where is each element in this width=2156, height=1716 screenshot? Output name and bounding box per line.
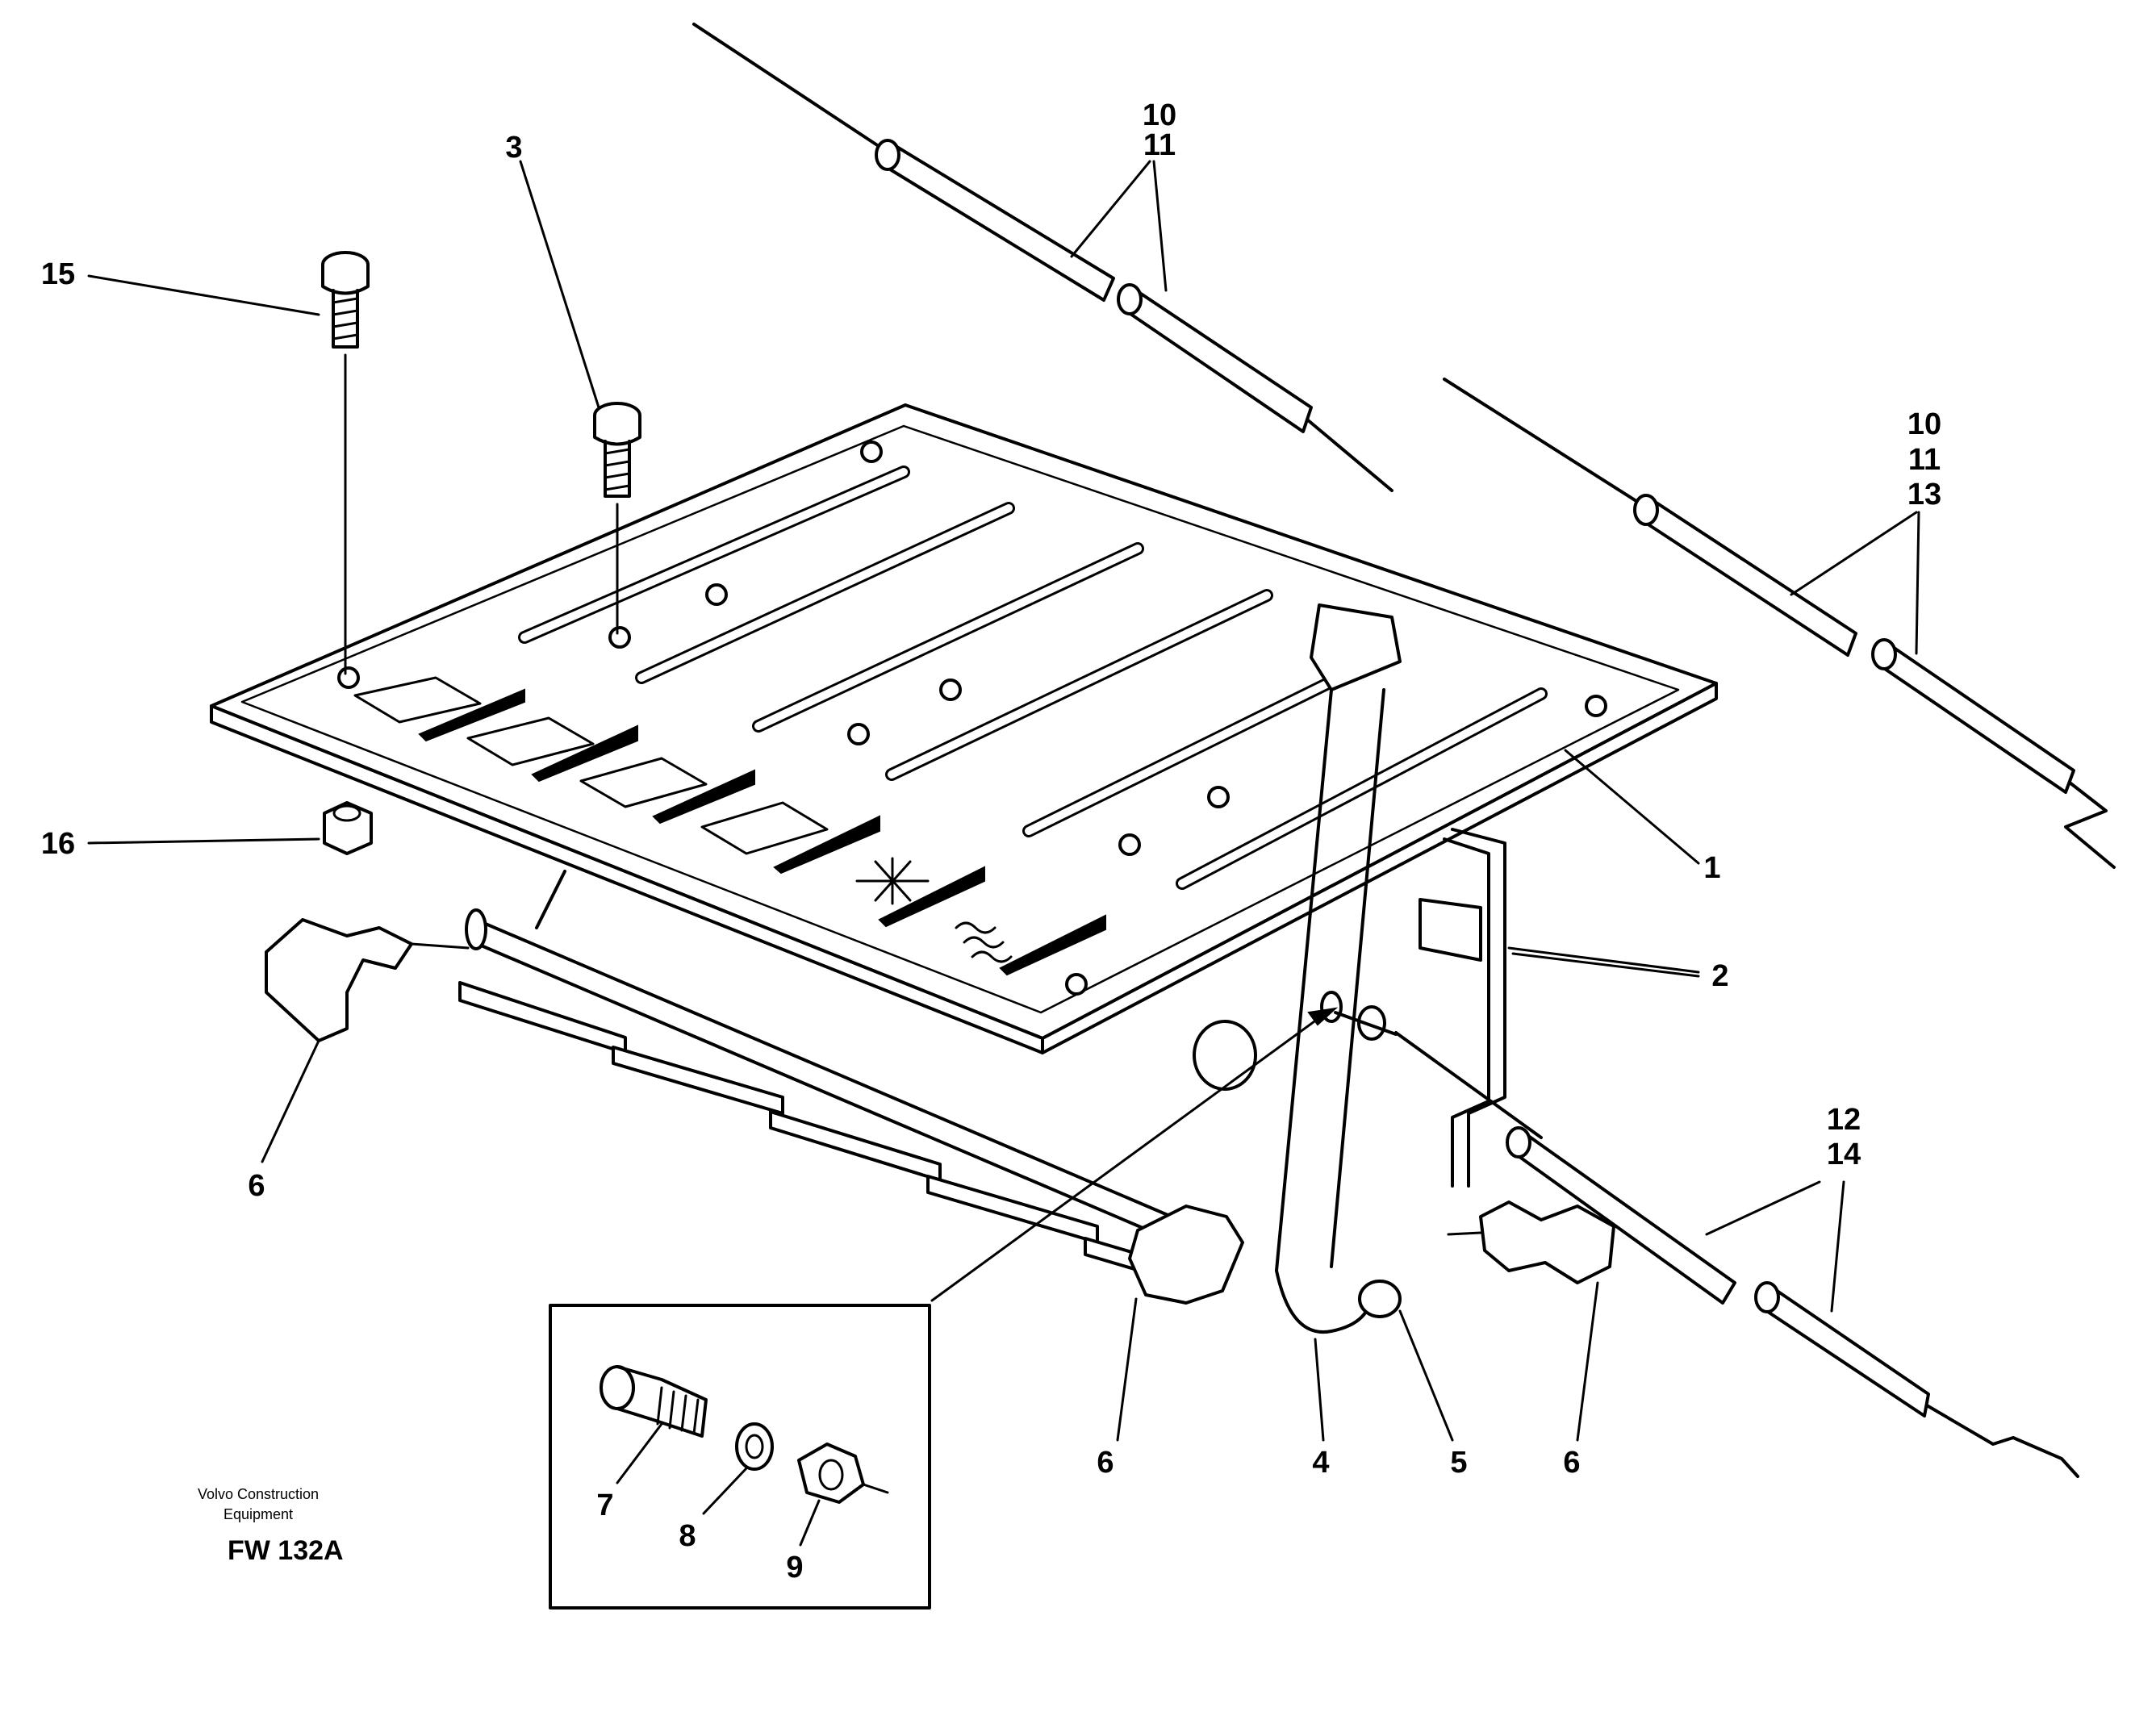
clip-6-middle <box>1116 1205 1244 1442</box>
callout-9: 9 <box>786 1551 803 1584</box>
callout-6-left: 6 <box>248 1169 265 1203</box>
cable-12-14 <box>1394 1031 2079 1478</box>
nut-16 <box>87 801 373 855</box>
cable-10-11-top <box>692 23 1393 492</box>
control-lever <box>1275 603 1402 1442</box>
heat-symbol-icon <box>955 914 1106 976</box>
nut-9 <box>797 1443 889 1547</box>
callout-11-right: 11 <box>1908 443 1941 477</box>
callout-7: 7 <box>596 1488 613 1522</box>
callout-4: 4 <box>1312 1446 1329 1480</box>
tilt-symbol-icon <box>700 801 880 875</box>
bolt-7 <box>600 1365 708 1484</box>
cable-10-11-13-right <box>1443 378 2116 869</box>
figure-code: FW 132A <box>228 1535 344 1566</box>
screw-3 <box>519 160 641 635</box>
callout-15: 15 <box>41 257 75 291</box>
callout-12: 12 <box>1827 1103 1861 1137</box>
company-name-line1: Volvo Construction <box>198 1486 319 1502</box>
figure-footer: Volvo Construction Equipment FW 132A <box>198 1486 344 1566</box>
company-name-line2: Equipment <box>224 1506 293 1522</box>
lever-bolt-detail <box>930 991 1398 1302</box>
callout-6-middle: 6 <box>1097 1446 1114 1480</box>
callout-14: 14 <box>1827 1138 1861 1171</box>
callout-10-top: 10 <box>1143 98 1176 132</box>
washer-8 <box>702 1422 774 1515</box>
panel-holes <box>337 440 1607 996</box>
snowflake-icon <box>855 857 985 928</box>
callout-13: 13 <box>1907 478 1941 511</box>
callout-2: 2 <box>1711 959 1728 993</box>
callout-1: 1 <box>1703 851 1720 885</box>
panel-slots <box>518 466 1548 890</box>
callout-3: 3 <box>505 131 522 165</box>
callout-16: 16 <box>41 827 75 861</box>
float-symbol-icon <box>353 676 525 742</box>
detail-inset <box>549 1304 931 1610</box>
screw-15 <box>87 251 370 675</box>
control-panel-plate <box>210 403 1718 1054</box>
callout-5: 5 <box>1450 1446 1467 1480</box>
callout-11-top: 11 <box>1143 128 1176 162</box>
lift-symbol-icon <box>466 716 638 783</box>
callout-labels: 1 2 3 4 5 6 6 6 7 8 9 10 11 10 11 13 12 … <box>41 98 1941 1584</box>
clip-6-right <box>1447 1200 1615 1442</box>
lower-symbol-icon <box>579 757 755 825</box>
callout-6-right: 6 <box>1563 1446 1580 1480</box>
function-symbols <box>353 676 1106 976</box>
callout-8: 8 <box>679 1519 696 1553</box>
clip-6-left <box>261 918 470 1163</box>
callout-10-right: 10 <box>1907 407 1941 441</box>
